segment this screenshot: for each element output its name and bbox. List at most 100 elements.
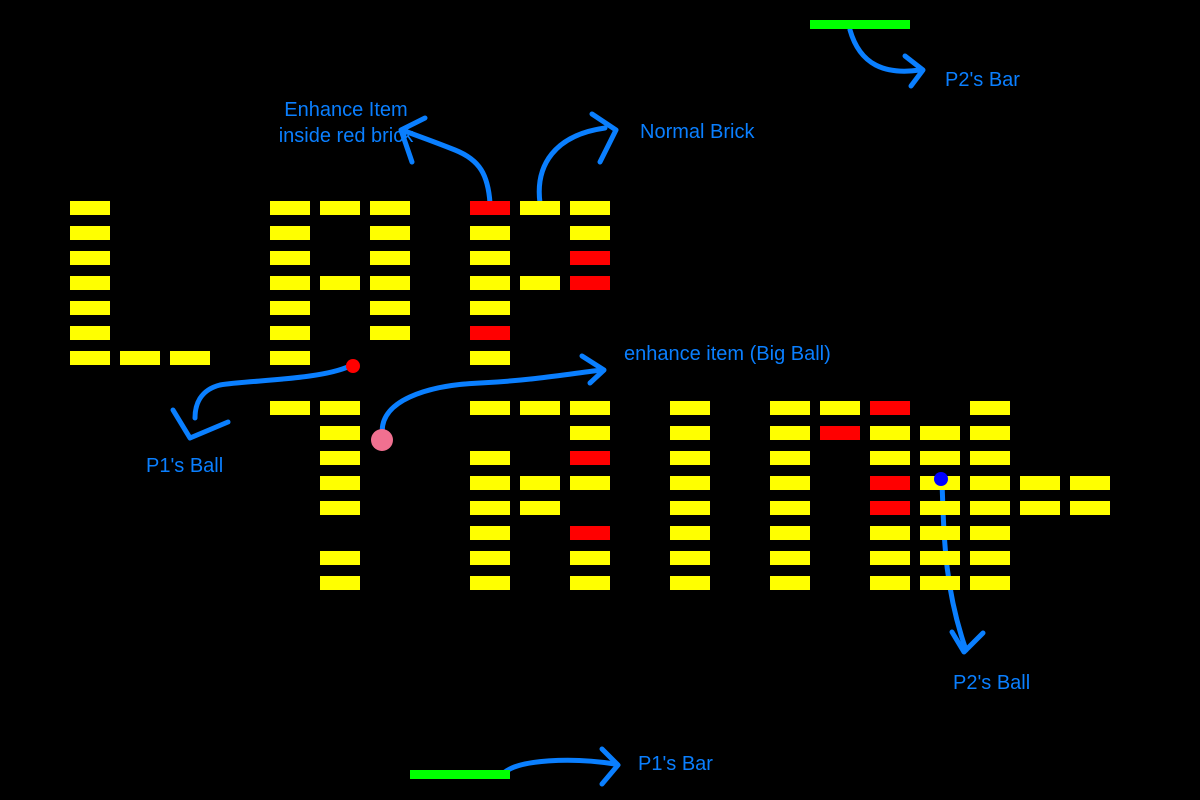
item-brick xyxy=(820,426,860,440)
normal-brick xyxy=(570,576,610,590)
normal-brick xyxy=(1020,476,1060,490)
normal-brick xyxy=(870,551,910,565)
normal-brick xyxy=(270,401,310,415)
big-ball-arrow xyxy=(379,367,606,441)
normal-brick xyxy=(1020,501,1060,515)
item-brick xyxy=(570,276,610,290)
normal-brick xyxy=(770,576,810,590)
normal-brick xyxy=(370,326,410,340)
normal-brick xyxy=(170,351,210,365)
normal-brick xyxy=(470,301,510,315)
normal-brick xyxy=(670,426,710,440)
normal-brick xyxy=(320,276,360,290)
normal-brick xyxy=(470,551,510,565)
p1-ball-label: P1's Ball xyxy=(146,455,224,477)
normal-brick xyxy=(570,551,610,565)
item-brick xyxy=(570,251,610,265)
normal-brick xyxy=(570,226,610,240)
normal-brick xyxy=(520,201,560,215)
p2-bar-label: P2's Bar xyxy=(945,69,1020,91)
normal-brick xyxy=(270,351,310,365)
normal-brick xyxy=(70,201,110,215)
normal-brick xyxy=(670,576,710,590)
normal-brick xyxy=(470,451,510,465)
normal-brick xyxy=(1070,476,1110,490)
normal-brick xyxy=(70,251,110,265)
p2-ball-label: P2's Ball xyxy=(953,672,1031,694)
normal-brick xyxy=(320,451,360,465)
normal-brick xyxy=(670,526,710,540)
normal-brick xyxy=(70,351,110,365)
normal-brick xyxy=(770,501,810,515)
normal-brick xyxy=(970,576,1010,590)
p1-bar-arrow xyxy=(502,757,618,775)
normal-brick xyxy=(570,401,610,415)
normal-brick xyxy=(920,451,960,465)
normal-brick xyxy=(870,526,910,540)
normal-brick xyxy=(670,551,710,565)
normal-brick xyxy=(970,551,1010,565)
normal-brick xyxy=(270,201,310,215)
item-brick xyxy=(870,476,910,490)
normal-brick xyxy=(970,476,1010,490)
enhance-item-arrowhead xyxy=(398,115,428,165)
normal-brick xyxy=(370,201,410,215)
normal-brick xyxy=(920,426,960,440)
normal-brick xyxy=(370,301,410,315)
normal-brick xyxy=(920,576,960,590)
normal-brick xyxy=(320,201,360,215)
normal-brick xyxy=(820,401,860,415)
normal-brick xyxy=(870,451,910,465)
normal-brick xyxy=(270,301,310,315)
p2-bar-arrowhead xyxy=(902,53,926,89)
normal-brick xyxy=(470,576,510,590)
normal-brick xyxy=(970,526,1010,540)
p1-paddle xyxy=(410,770,510,779)
p1-bar-arrowhead xyxy=(599,746,621,787)
normal-brick xyxy=(70,226,110,240)
item-brick xyxy=(470,201,510,215)
normal-brick xyxy=(520,401,560,415)
normal-brick xyxy=(670,476,710,490)
normal-brick-arrow xyxy=(536,125,608,206)
normal-brick xyxy=(70,326,110,340)
normal-brick xyxy=(470,401,510,415)
normal-brick xyxy=(770,451,810,465)
normal-brick-arrowhead xyxy=(589,111,619,165)
p2-ball-icon xyxy=(934,472,948,486)
normal-brick xyxy=(70,276,110,290)
normal-brick xyxy=(670,401,710,415)
item-brick xyxy=(470,326,510,340)
normal-brick xyxy=(570,201,610,215)
normal-brick xyxy=(470,276,510,290)
big-ball-label: enhance item (Big Ball) xyxy=(624,343,831,365)
enhance-item-label-line1: Enhance Item xyxy=(284,99,408,121)
normal-brick xyxy=(320,576,360,590)
big-ball-arrowhead xyxy=(579,353,607,386)
normal-brick xyxy=(520,501,560,515)
normal-brick xyxy=(470,251,510,265)
normal-brick-label: Normal Brick xyxy=(640,121,755,143)
normal-brick xyxy=(770,426,810,440)
enhance-item-label: Enhance Item inside red brick xyxy=(228,97,464,149)
normal-brick xyxy=(670,451,710,465)
normal-brick xyxy=(770,526,810,540)
normal-brick xyxy=(970,426,1010,440)
normal-brick xyxy=(920,526,960,540)
normal-brick xyxy=(970,451,1010,465)
enhance-item-label-line2: inside red brick xyxy=(278,125,414,147)
normal-brick xyxy=(1070,501,1110,515)
normal-brick xyxy=(470,476,510,490)
normal-brick xyxy=(270,251,310,265)
normal-brick xyxy=(270,226,310,240)
normal-brick xyxy=(970,401,1010,415)
normal-brick xyxy=(570,476,610,490)
normal-brick xyxy=(320,551,360,565)
item-brick xyxy=(570,526,610,540)
normal-brick xyxy=(770,551,810,565)
p1-ball-arrowhead xyxy=(170,407,231,441)
normal-brick xyxy=(920,551,960,565)
p1-ball-icon xyxy=(346,359,360,373)
p1-ball-arrow xyxy=(192,363,353,421)
